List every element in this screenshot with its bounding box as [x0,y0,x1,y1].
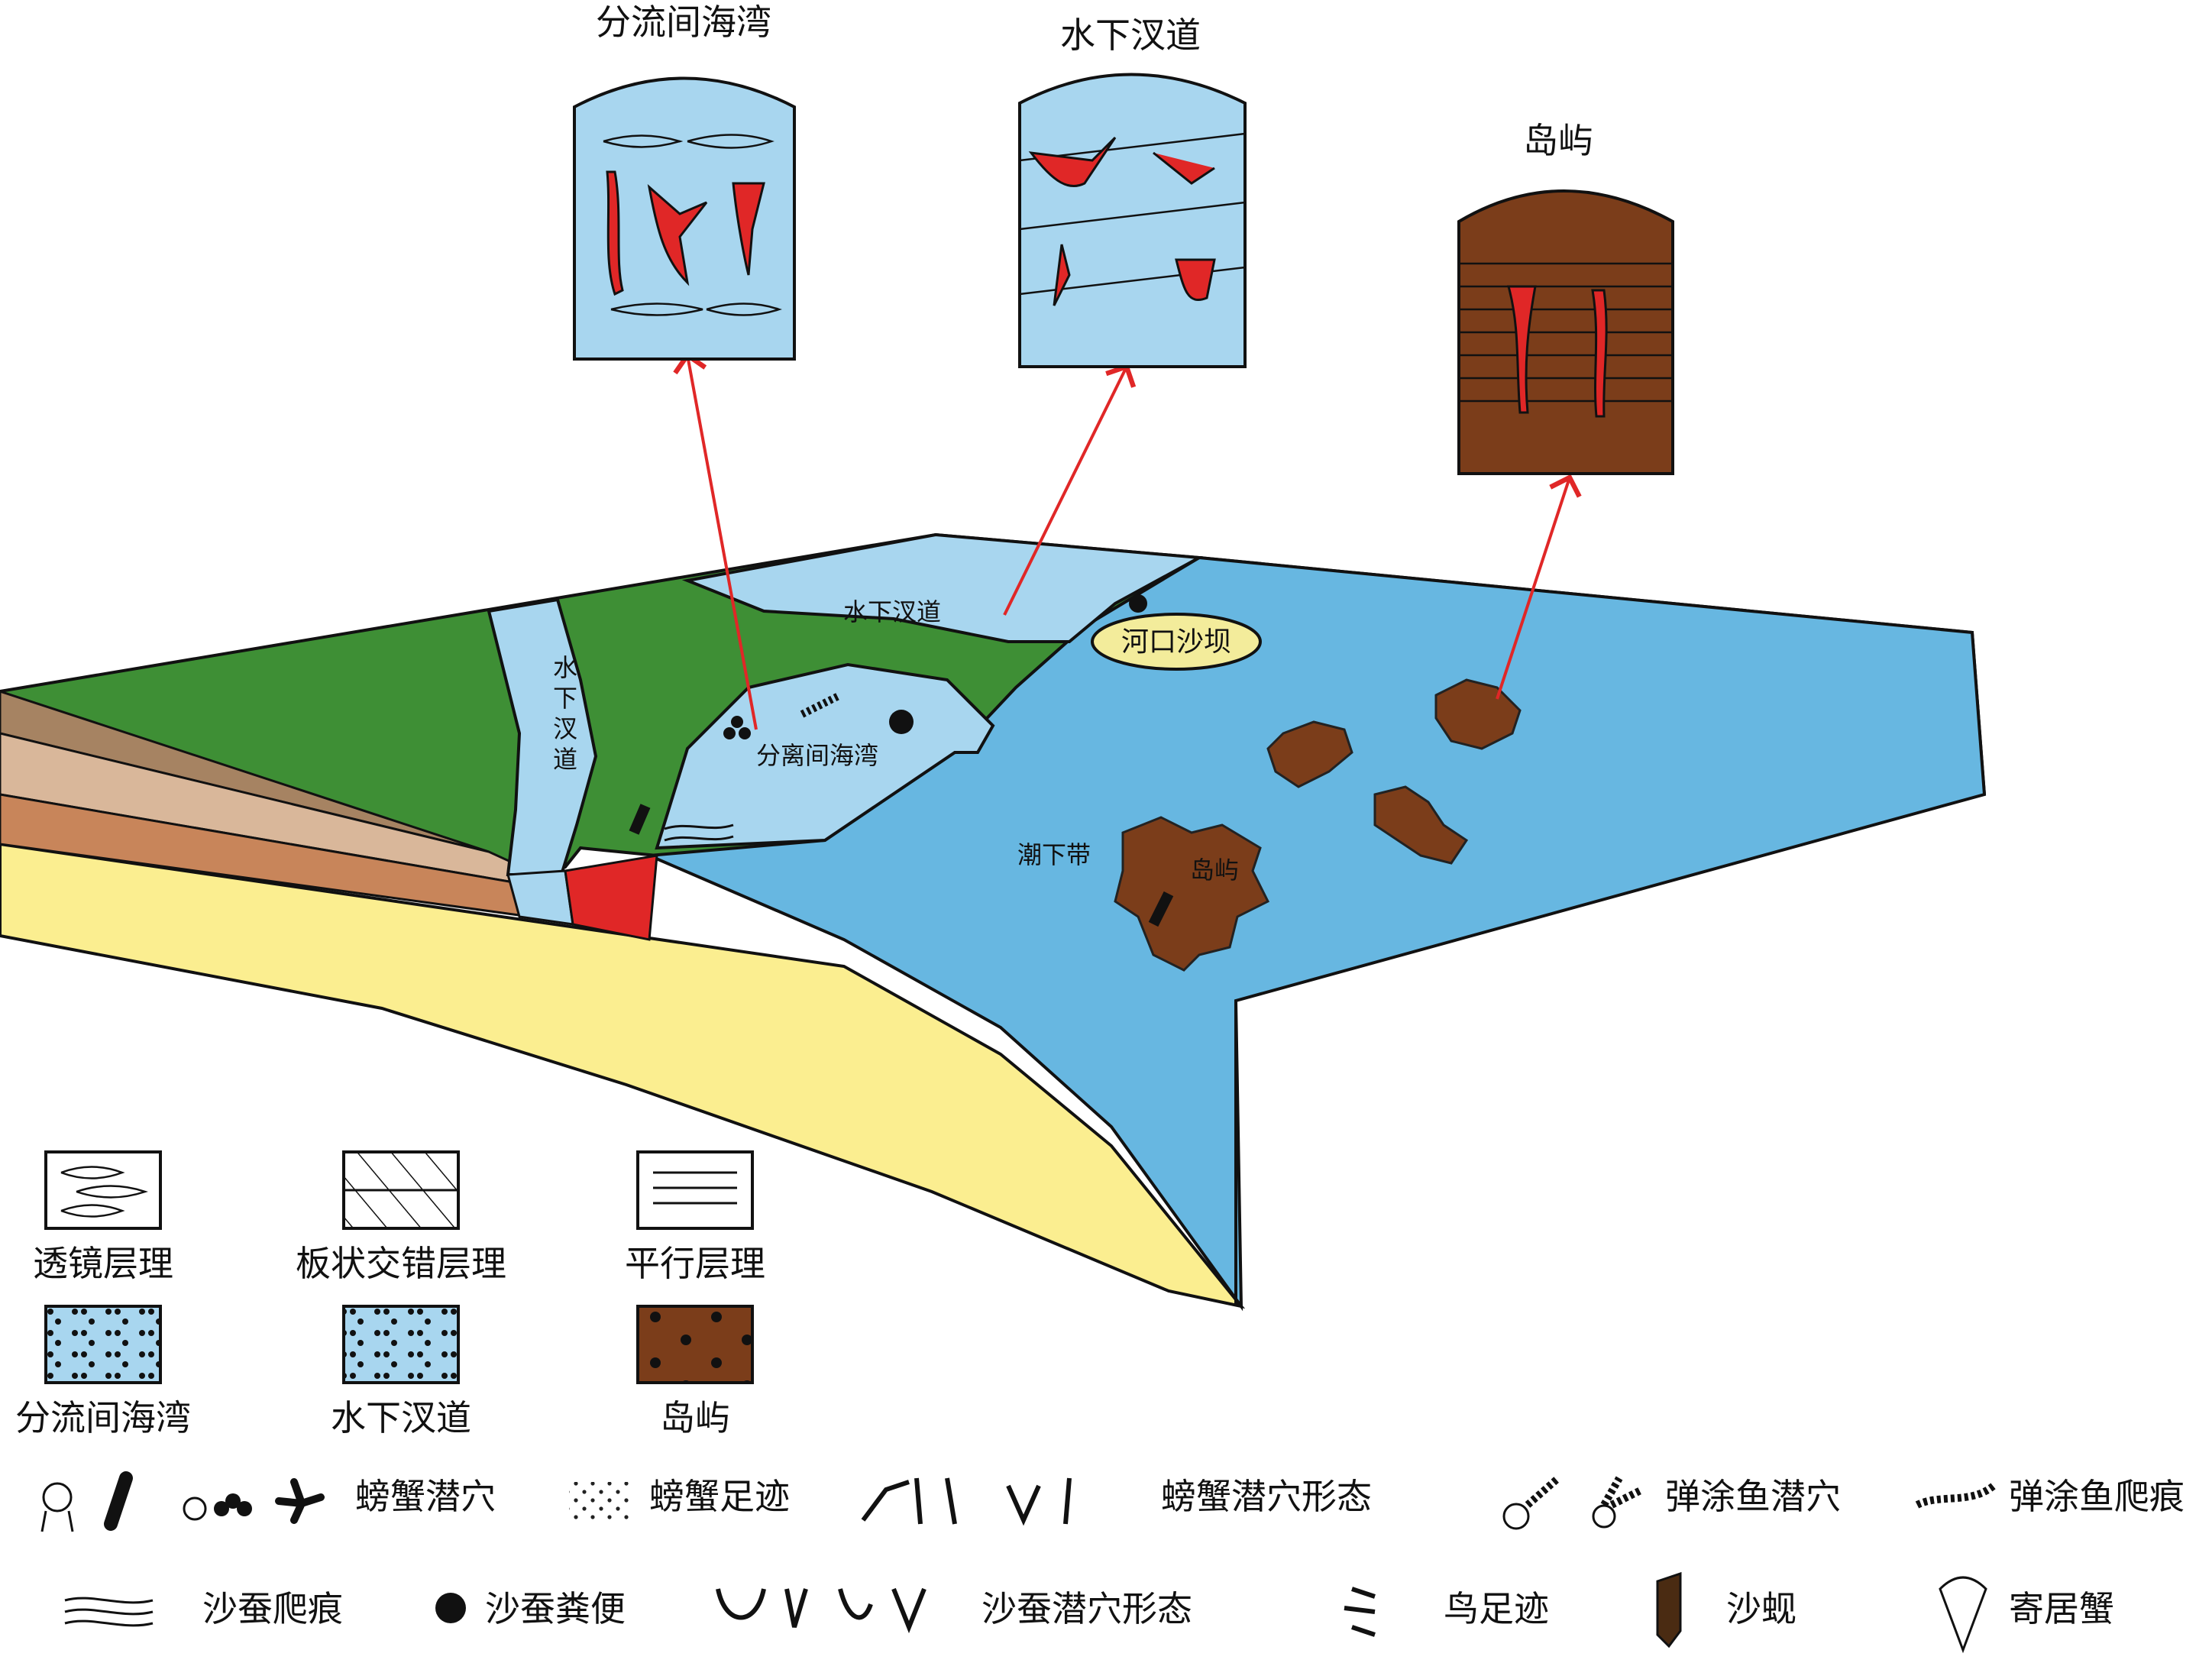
legend-crab-burrow-form-label: 螃蟹潜穴形态 [1161,1476,1372,1517]
legend-lugworm-feces-label: 沙蚕粪便 [485,1588,626,1629]
mouth-bar [1091,613,1262,671]
legend-island-dots [638,1306,752,1383]
left-channel [487,597,598,876]
legend-lugworm-trail-label: 沙蚕爬痕 [202,1588,343,1629]
legend-bay-label: 分流间海湾 [15,1397,191,1438]
island-panel: 岛屿 [1457,120,1674,475]
burrow-forms [606,170,765,296]
parallel-lamination [1459,262,1673,403]
legend-lugworm-burrow-form-label: 沙蚕潜穴形态 [981,1588,1192,1629]
legend-parallel-label: 平行层理 [625,1243,765,1284]
arrow-to-bay-panel [673,351,758,730]
top-channel [681,532,1205,643]
legend-hermit-crab-label: 寄居蟹 [2009,1588,2114,1629]
legend-lens-label: 透镜层理 [33,1243,173,1284]
legend: 透镜层理 板状交错层理 平行层理 分流间海湾 水下汊道 岛屿 [15,1150,2185,1654]
bay-panel-title: 分流间海湾 [596,2,771,43]
island-label: 岛屿 [1190,856,1239,885]
interdistributary-bay-area [655,662,995,850]
legend-crab-burrow-label: 螃蟹潜穴 [355,1476,496,1517]
legend-crab-track-label: 螃蟹足迹 [649,1476,790,1517]
island-shape [1373,785,1469,865]
left-channel-label-1: 水 [553,653,577,682]
left-channel-front [506,869,574,926]
legend-tabular-cross-label: 板状交错层理 [296,1243,506,1284]
legend-parallel-symbol [653,1171,737,1205]
legend-channel-label: 水下汊道 [331,1397,471,1438]
island-shape [1266,720,1353,788]
channel-panel-block [1018,73,1247,368]
bay-label: 分离间海湾 [756,741,878,770]
arrow-to-channel-panel [1003,363,1137,616]
legend-channel-dots [344,1306,458,1383]
legend-island-label: 岛屿 [660,1397,730,1438]
left-channel-label-2: 下 [553,684,577,713]
legend-mudskipper-burrow-label: 弹涂鱼潜穴 [1665,1476,1841,1517]
legend-row-4-symbols [64,1571,1987,1654]
legend-lens-symbol [60,1166,148,1218]
sand-layer [0,842,1246,1309]
channel-panel-title: 水下汊道 [1060,15,1201,56]
map-labels: 水下汊道 水 下 汊 道 河口沙坝 分离间海湾 潮下带 岛屿 [553,597,1239,885]
island-panel-title: 岛屿 [1523,120,1593,161]
left-channel-label-3: 汊 [553,714,577,743]
legend-bird-track-label: 鸟足迹 [1444,1588,1549,1629]
burrow-forms [1507,285,1608,418]
subtidal-label: 潮下带 [1017,840,1091,869]
island-shape [1114,816,1270,972]
legend-bay-dots [46,1306,160,1383]
legend-mudskipper-trail-label: 弹涂鱼爬痕 [2009,1476,2185,1517]
lens-lamination [603,134,782,316]
arrow-to-island-panel [1496,474,1582,700]
bay-front [564,854,658,941]
channel-top-label: 水下汊道 [843,597,941,626]
callout-arrows [673,351,1582,730]
bay-panel: 分流间海湾 [573,2,796,361]
legend-row-3-symbols [40,1471,1997,1532]
legend-parallel-box [636,1150,754,1230]
channel-panel: 水下汊道 [1018,15,1247,368]
mouth-bar-label: 河口沙坝 [1121,626,1231,658]
block-diagram [0,532,1987,1312]
left-channel-label-4: 道 [553,745,577,774]
burrow-forms [1028,136,1216,306]
map-trace-symbols [629,594,1174,927]
legend-clam-label: 沙蚬 [1726,1588,1796,1629]
